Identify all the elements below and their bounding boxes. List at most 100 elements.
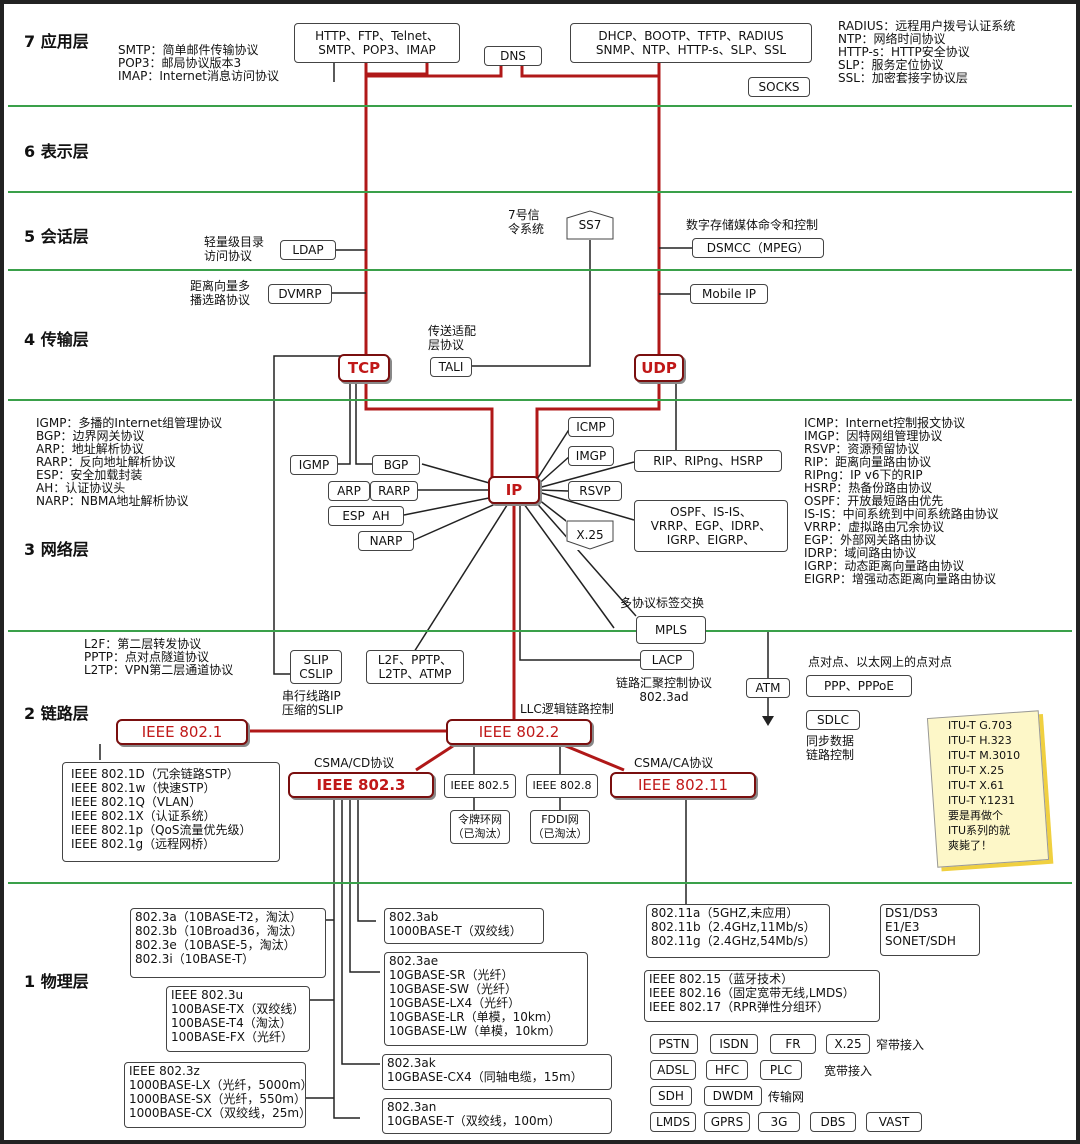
csma-cd-label: CSMA/CD协议 xyxy=(314,756,395,770)
dsmcc-label: 数字存储媒体命令和控制 xyxy=(686,218,819,232)
layer-7-label: 7 应用层 xyxy=(24,32,89,51)
slip-label: 串行线路IP 压缩的SLIP xyxy=(282,689,344,717)
sdlc-box: SDLC xyxy=(806,710,860,730)
ieee-8025-box: IEEE 802.5 xyxy=(444,774,516,798)
esp-ah-box: ESP AH xyxy=(328,506,404,526)
bgp-box: BGP xyxy=(372,455,420,475)
gprs-box: GPRS xyxy=(704,1112,750,1132)
tcp-box: TCP xyxy=(338,354,390,382)
layer-4-label: 4 传输层 xyxy=(24,330,89,349)
separator-4-3 xyxy=(8,399,1072,401)
csma-ca-label: CSMA/CA协议 xyxy=(634,756,714,770)
separator-7-6 xyxy=(8,105,1072,107)
token-ring-box: 令牌环网 （已淘汰） xyxy=(450,810,510,844)
phy-ds-box: DS1/DS3 E1/E3 SONET/SDH xyxy=(880,904,980,956)
layer-1-label: 1 物理层 xyxy=(24,972,89,991)
rsvp-box: RSVP xyxy=(568,481,622,501)
ieee-8021-details-box: IEEE 802.1D（冗余链路STP） IEEE 802.1w（快速STP） … xyxy=(62,762,280,862)
ieee-8023-box: IEEE 802.3 xyxy=(288,772,434,798)
network-legend-left: IGMP：多播的Internet组管理协议 BGP：边界网关协议 ARP：地址解… xyxy=(36,416,223,508)
tcp-apps-box: HTTP、FTP、Telnet、 SMTP、POP3、IMAP xyxy=(294,23,460,63)
phy-8023ak-box: 802.3ak 10GBASE-CX4（同轴电缆，15m） xyxy=(382,1054,612,1090)
x25-network-text: X.25 xyxy=(576,528,604,542)
layer-5-label: 5 会话层 xyxy=(24,227,89,246)
plc-box: PLC xyxy=(760,1060,802,1080)
ieee-8021-box: IEEE 802.1 xyxy=(116,719,248,745)
isdn-box: ISDN xyxy=(710,1034,758,1054)
sdh-box: SDH xyxy=(650,1086,692,1106)
arp-box: ARP xyxy=(328,481,370,501)
link-legend-left: L2F：第二层转发协议 PPTP：点对点隧道协议 L2TP：VPN第二层通道协议 xyxy=(84,637,234,677)
broadband-label: 宽带接入 xyxy=(824,1064,873,1078)
dns-box: DNS xyxy=(484,46,542,66)
separator-5-4 xyxy=(8,269,1072,271)
hfc-box: HFC xyxy=(706,1060,748,1080)
ss7-label: 7号信 令系统 xyxy=(508,208,545,236)
llc-label: LLC逻辑链路控制 xyxy=(520,702,614,716)
adsl-box: ADSL xyxy=(650,1060,696,1080)
pstn-box: PSTN xyxy=(650,1034,698,1054)
dvmrp-label: 距离向量多 播选路协议 xyxy=(190,279,251,307)
note-text: ITU-T G.703 ITU-T H.323 ITU-T M.3010 ITU… xyxy=(948,719,1021,852)
ppp-box: PPP、PPPoE xyxy=(806,675,912,697)
slip-box: SLIP CSLIP xyxy=(290,650,342,684)
p2p-label: 点对点、以太网上的点对点 xyxy=(808,655,953,669)
phy-8023ae-box: 802.3ae 10GBASE-SR（光纤） 10GBASE-SW（光纤） 10… xyxy=(384,952,588,1046)
separator-3-2 xyxy=(8,630,1072,632)
narrowband-label: 窄带接入 xyxy=(876,1038,925,1052)
ldap-box: LDAP xyxy=(280,240,336,260)
dvmrp-box: DVMRP xyxy=(268,284,332,304)
socks-box: SOCKS xyxy=(748,77,810,97)
phy-8023an-box: 802.3an 10GBASE-T（双绞线，100m） xyxy=(382,1098,612,1134)
fr-box: FR xyxy=(770,1034,816,1054)
rarp-box: RARP xyxy=(370,481,418,501)
phy-8023z-box: IEEE 802.3z 1000BASE-LX（光纤，5000m） 1000BA… xyxy=(124,1062,313,1128)
phy-8021x-box: IEEE 802.15（蓝牙技术） IEEE 802.16（固定宽带无线,LMD… xyxy=(644,970,880,1022)
phy-8023-legacy-box: 802.3a（10BASE-T2，淘汰） 802.3b（10Broad36，淘汰… xyxy=(130,908,326,978)
narp-box: NARP xyxy=(358,531,414,551)
lacp-label: 链路汇聚控制协议 802.3ad xyxy=(616,676,713,704)
phy-8023u-box: IEEE 802.3u 100BASE-TX（双绞线） 100BASE-T4（淘… xyxy=(166,986,310,1052)
3g-box: 3G xyxy=(758,1112,800,1132)
sdlc-label: 同步数据 链路控制 xyxy=(806,734,855,762)
layer-2-label: 2 链路层 xyxy=(24,704,89,723)
l2tp-box: L2F、PPTP、 L2TP、ATMP xyxy=(366,650,464,684)
ieee-8028-box: IEEE 802.8 xyxy=(526,774,598,798)
mobile-ip-box: Mobile IP xyxy=(690,284,768,304)
app-legend-right: RADIUS：远程用户拨号认证系统 NTP：网络时间协议 HTTP-s：HTTP… xyxy=(838,19,1016,85)
atm-box: ATM xyxy=(746,678,790,698)
layer-6-label: 6 表示层 xyxy=(24,142,89,161)
mpls-label: 多协议标签交换 xyxy=(620,596,705,610)
network-legend-right: ICMP：Internet控制报文协议 IMGP：因特网组管理协议 RSVP：资… xyxy=(804,416,999,586)
mpls-box: MPLS xyxy=(636,616,706,644)
ip-box: IP xyxy=(488,476,540,504)
udp-box: UDP xyxy=(634,354,684,382)
ss7-text: SS7 xyxy=(578,218,602,232)
x25-phy-box: X.25 xyxy=(826,1034,870,1054)
layer-3-label: 3 网络层 xyxy=(24,540,89,559)
udp-apps-box: DHCP、BOOTP、TFTP、RADIUS SNMP、NTP、HTTP-s、S… xyxy=(570,23,812,63)
phy-8023ab-box: 802.3ab 1000BASE-T（双绞线） xyxy=(384,908,544,944)
imgp-box: IMGP xyxy=(568,446,614,466)
phy-80211-box: 802.11a（5GHZ,未应用） 802.11b（2.4GHz,11Mb/s）… xyxy=(646,904,830,958)
rip-box: RIP、RIPng、HSRP xyxy=(634,450,782,472)
vast-box: VAST xyxy=(866,1112,922,1132)
ospf-box: OSPF、IS-IS、 VRRP、EGP、IDRP、 IGRP、EIGRP、 xyxy=(634,500,788,552)
separator-6-5 xyxy=(8,191,1072,193)
transport-net-label: 传输网 xyxy=(768,1090,805,1104)
separator-2-1 xyxy=(8,882,1072,884)
ieee-8022-box: IEEE 802.2 xyxy=(446,719,592,745)
lmds-box: LMDS xyxy=(650,1112,696,1132)
ldap-label: 轻量级目录 访问协议 xyxy=(204,235,265,263)
igmp-box: IGMP xyxy=(290,455,338,475)
dbs-box: DBS xyxy=(810,1112,856,1132)
app-legend-left: SMTP：简单邮件传输协议 POP3：邮局协议版本3 IMAP：Internet… xyxy=(118,43,279,83)
ss7-box: SS7 xyxy=(566,210,614,240)
ieee-80211-box: IEEE 802.11 xyxy=(610,772,756,798)
tali-label: 传送适配 层协议 xyxy=(428,324,477,352)
connection-lines xyxy=(99,62,774,1119)
lacp-box: LACP xyxy=(640,650,694,670)
x25-network-box: X.25 xyxy=(566,520,614,550)
itu-note: ITU-T G.703 ITU-T H.323 ITU-T M.3010 ITU… xyxy=(920,706,1060,876)
